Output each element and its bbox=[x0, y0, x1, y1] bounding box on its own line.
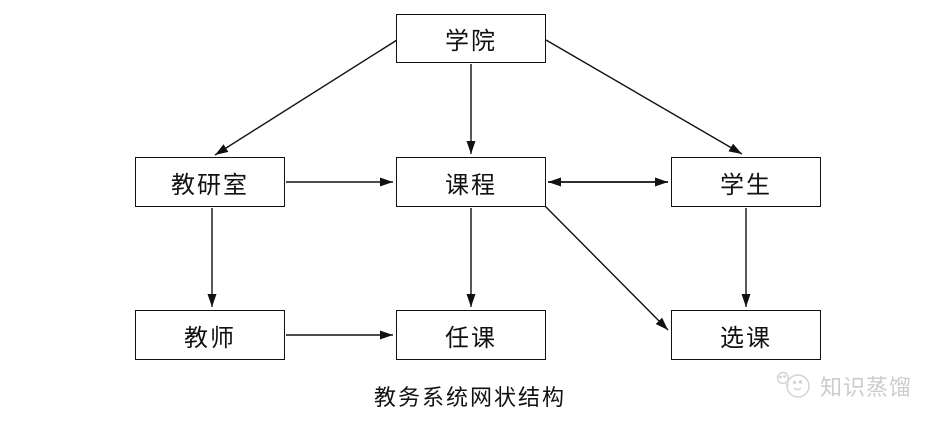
edge-course-selection bbox=[544, 205, 669, 331]
node-teacher: 教师 bbox=[135, 310, 285, 360]
node-course-selection-label: 选课 bbox=[720, 324, 772, 352]
node-course: 课程 bbox=[396, 157, 546, 207]
node-course-selection: 选课 bbox=[671, 310, 821, 360]
node-course-label: 课程 bbox=[445, 171, 497, 199]
edge-college-office bbox=[214, 39, 398, 156]
node-teacher-label: 教师 bbox=[184, 324, 236, 352]
watermark-text: 知识蒸馏 bbox=[820, 375, 913, 400]
node-teaching-research-office-label: 教研室 bbox=[171, 171, 249, 199]
node-college: 学院 bbox=[396, 14, 546, 63]
distillation-bubbles-icon bbox=[776, 371, 810, 398]
diagram-caption: 教务系统网状结构 bbox=[373, 385, 566, 410]
node-student-label: 学生 bbox=[720, 171, 772, 199]
edge-college-student bbox=[545, 39, 743, 155]
node-college-label: 学院 bbox=[445, 28, 497, 55]
watermark: 知识蒸馏 bbox=[774, 368, 912, 404]
node-student: 学生 bbox=[671, 157, 821, 207]
node-teaching-research-office: 教研室 bbox=[135, 157, 285, 207]
node-teaching-task: 任课 bbox=[396, 310, 546, 360]
node-teaching-task-label: 任课 bbox=[445, 324, 497, 352]
